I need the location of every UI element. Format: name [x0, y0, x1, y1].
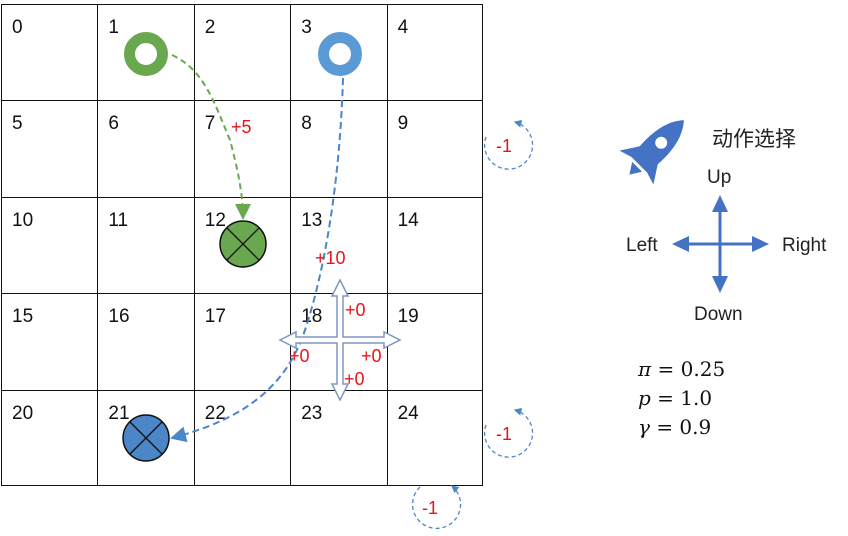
- grid-cell-5: 5: [1, 100, 98, 197]
- cell-number: 14: [397, 209, 419, 231]
- param-pi: π = 0.25: [638, 357, 725, 381]
- grid-cell-9: 9: [386, 100, 483, 197]
- cell-number: 9: [397, 113, 409, 135]
- penalty-loop-right-of-24: -1: [483, 407, 534, 458]
- cell-number: 12: [204, 209, 226, 231]
- grid-cell-3: 3: [290, 4, 387, 101]
- legend-down-label: Down: [694, 304, 743, 325]
- cell-number: 6: [108, 113, 119, 135]
- grid-cell-17: 17: [193, 293, 291, 390]
- cell-number: 16: [108, 306, 130, 328]
- grid-cell-14: 14: [386, 196, 483, 294]
- cell-number: 7: [204, 113, 216, 135]
- state-18-left-reward: +0: [289, 346, 310, 366]
- cell-number: 20: [12, 402, 34, 424]
- grid-cell-0: 0: [1, 4, 98, 101]
- blue-start-ring: [318, 32, 362, 76]
- grid-cell-10: 10: [1, 196, 98, 294]
- grid-cell-1: 1: [97, 4, 194, 101]
- grid-cell-4: 4: [386, 4, 483, 101]
- cell-number: 8: [301, 113, 312, 135]
- grid-cell-8: 8: [290, 100, 387, 197]
- legend-left-label: Left: [626, 235, 658, 256]
- grid-cell-22: 22: [193, 389, 291, 486]
- legend-title: 动作选择: [712, 127, 796, 151]
- legend-up-label: Up: [707, 167, 731, 188]
- cell-number: 3: [301, 17, 312, 38]
- state-18-right-reward: +0: [361, 346, 382, 366]
- state-18-up-reward: +0: [345, 300, 366, 320]
- cell-number: 23: [301, 402, 323, 424]
- cell-number: 21: [108, 402, 130, 424]
- penalty-loop-below-24: -1: [411, 485, 462, 529]
- grid-cell-21: 21: [97, 389, 194, 486]
- grid-cell-6: 6: [97, 100, 194, 197]
- blue-reward-label: +10: [315, 248, 346, 268]
- param-pi-value: = 0.25: [657, 357, 726, 381]
- grid-cell-2: 2: [193, 4, 291, 101]
- state-18-down-reward: +0: [344, 369, 365, 389]
- cell-number: 15: [12, 306, 34, 328]
- penalty-label-below-24: -1: [422, 498, 438, 518]
- cell-number: 13: [301, 209, 323, 231]
- grid-cell-7: 7: [193, 100, 291, 197]
- direction-cross-icon: [672, 195, 769, 293]
- cell-number: 18: [301, 306, 323, 328]
- grid-cell-15: 15: [1, 293, 98, 390]
- rocket-icon: [619, 120, 684, 185]
- legend-right-label: Right: [782, 235, 827, 256]
- penalty-label-right-of-9: -1: [496, 136, 512, 156]
- grid-cell-13: 13: [290, 196, 387, 294]
- cell-number: 4: [397, 17, 409, 38]
- grid-cell-11: 11: [97, 196, 194, 294]
- grid-cell-24: 24: [386, 389, 483, 486]
- cell-number: 17: [204, 306, 226, 328]
- penalty-label-right-of-24: -1: [496, 424, 512, 444]
- cell-number: 1: [108, 17, 119, 38]
- green-reward-label: +5: [231, 117, 252, 137]
- param-p: p = 1.0: [638, 386, 712, 410]
- param-gamma-value: = 0.9: [656, 415, 712, 439]
- green-start-ring: [124, 32, 168, 76]
- grid-cell-16: 16: [97, 293, 194, 390]
- blue-terminal-marker: [122, 414, 170, 462]
- param-gamma-symbol: γ: [638, 415, 650, 439]
- green-path-arrow: [171, 54, 251, 220]
- param-pi-symbol: π: [638, 357, 652, 381]
- cell-number: 5: [12, 113, 23, 135]
- cell-number: 0: [12, 17, 23, 38]
- param-p-symbol: p: [638, 386, 651, 410]
- state-18-action-arrows: [278, 278, 402, 402]
- cell-number: 24: [397, 402, 419, 424]
- blue-path-arrow: [170, 77, 344, 443]
- cell-number: 11: [108, 209, 129, 231]
- param-gamma: γ = 0.9: [638, 415, 711, 439]
- cell-number: 2: [204, 17, 216, 38]
- cell-number: 22: [204, 402, 226, 424]
- param-p-value: = 1.0: [657, 386, 713, 410]
- cell-number: 19: [397, 306, 419, 328]
- penalty-loop-right-of-9: -1: [483, 119, 534, 170]
- cell-number: 10: [12, 209, 34, 231]
- grid-cell-20: 20: [1, 389, 98, 486]
- green-terminal-marker: [219, 220, 267, 268]
